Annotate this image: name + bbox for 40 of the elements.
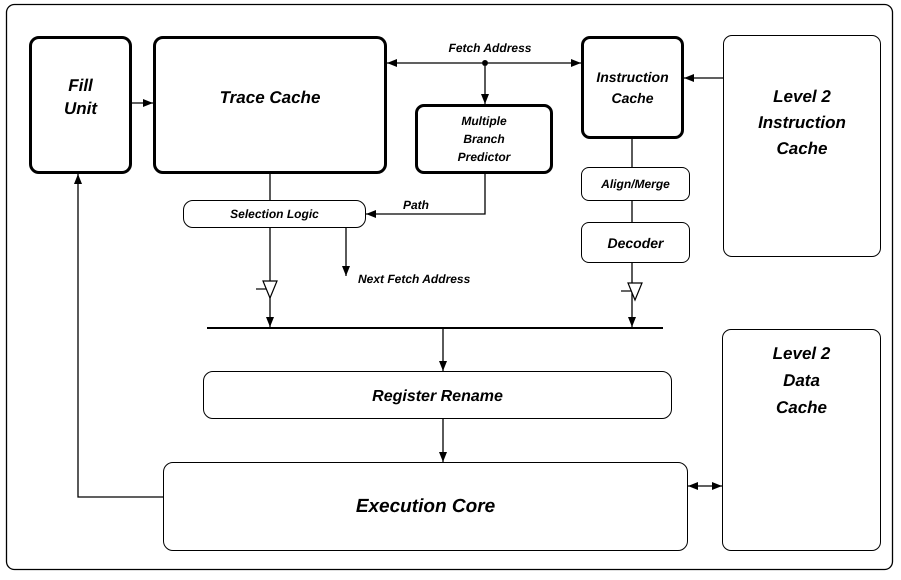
block-box [581,222,690,263]
block-label: Level 2 Instruction Cache [757,86,847,160]
block-label: Multiple Branch Predictor [456,113,512,166]
bus-line [207,327,663,329]
block-box [203,371,672,419]
block-label: Align/Merge [601,177,670,192]
block-label: Trace Cache [220,88,320,108]
connector-arrow [439,329,447,371]
edge-label: Path [402,198,430,212]
connector-arrow [387,59,482,67]
block-label: Level 2 Data Cache [772,342,832,419]
block-box [415,104,553,174]
connector-arrow [366,174,486,218]
connector-arrow [488,59,581,67]
block-box [153,36,387,174]
block-label: Instruction Cache [595,68,670,108]
block-label: Selection Logic [230,207,319,222]
block-label: Decoder [607,235,664,251]
connector-arrow [684,74,723,82]
connector-arrow [688,482,722,490]
block-box [581,167,690,201]
edge-label: Next Fetch Address [357,272,472,286]
edge-label: Fetch Address [448,41,532,55]
connector-arrow [266,228,274,327]
block-box [183,200,366,228]
block-box [163,462,688,551]
block-box [722,329,881,551]
block-label: Execution Core [356,496,496,518]
connector-arrow [74,174,163,498]
block-label: Register Rename [372,388,503,406]
block-label: Fill Unit [62,75,98,120]
junction-dot [482,60,488,66]
connector-arrow [628,263,636,327]
connector-arrow [132,99,153,107]
connector-arrow [439,419,447,462]
connector-arrow [342,228,350,276]
block-box [723,35,881,257]
block-box [29,36,132,174]
block-box [581,36,684,139]
connector-arrow [481,66,489,104]
